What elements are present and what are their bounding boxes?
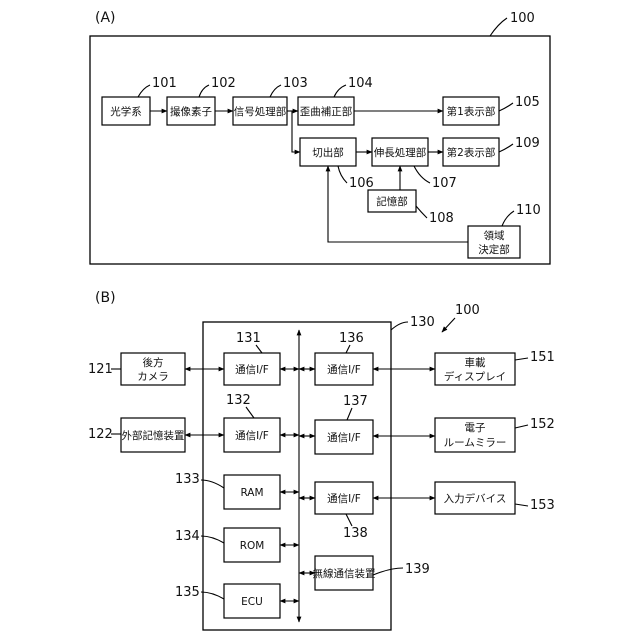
figure-b-ref: 100 xyxy=(455,303,480,318)
leader-101 xyxy=(138,85,150,97)
figure-a-label: (A) xyxy=(95,10,116,26)
ref-139: 139 xyxy=(405,562,430,577)
leader-108 xyxy=(416,206,427,218)
leader-130 xyxy=(391,322,408,330)
ref-105: 105 xyxy=(515,95,540,110)
external-storage-label: 外部記憶装置 xyxy=(122,429,185,442)
region-determiner-label-line1: 領域 xyxy=(484,229,505,242)
ref-102: 102 xyxy=(211,76,236,91)
leader-131 xyxy=(256,345,262,353)
leader-104 xyxy=(334,85,346,97)
leader-105 xyxy=(499,103,513,111)
figure-b: (B) 100 130 後方 カメラ 121 外部記憶装置 122 通信I/F … xyxy=(88,290,555,630)
ref-108: 108 xyxy=(429,211,454,226)
ref-109: 109 xyxy=(515,136,540,151)
leader-102 xyxy=(199,85,209,97)
image-sensor-label: 撮像素子 xyxy=(170,105,212,118)
ref-110: 110 xyxy=(516,203,541,218)
ref-122: 122 xyxy=(88,427,113,442)
comm-if-137-label: 通信I/F xyxy=(327,432,361,444)
rom-label: ROM xyxy=(240,540,265,552)
ecu-label: ECU xyxy=(241,596,263,608)
comm-if-132-label: 通信I/F xyxy=(235,430,269,442)
leader-133 xyxy=(201,480,224,488)
wireless-label: 無線通信装置 xyxy=(313,567,376,580)
figure-b-label: (B) xyxy=(95,290,116,306)
ref-135: 135 xyxy=(175,585,200,600)
figure-a: (A) 100 光学系 撮像素子 信号処理部 歪曲補正部 第1表示部 切出部 伸… xyxy=(90,10,550,264)
leader-152 xyxy=(515,425,528,428)
leader-110 xyxy=(502,211,514,226)
leader-138 xyxy=(346,514,352,526)
ref-103: 103 xyxy=(283,76,308,91)
figure-a-ref: 100 xyxy=(510,11,535,26)
optics-label: 光学系 xyxy=(110,105,142,118)
leader-132 xyxy=(246,407,254,418)
input-device-label: 入力デバイス xyxy=(444,492,507,505)
electronic-mirror-label-line2: ルームミラー xyxy=(444,437,507,449)
ref-132: 132 xyxy=(226,393,251,408)
comm-if-138-label: 通信I/F xyxy=(327,493,361,505)
leader-137 xyxy=(347,408,352,420)
ref-152: 152 xyxy=(530,417,555,432)
distortion-corrector-label: 歪曲補正部 xyxy=(300,105,353,118)
leader-109 xyxy=(499,144,513,152)
region-determiner-label-line2: 決定部 xyxy=(478,243,510,256)
display1-label: 第1表示部 xyxy=(447,105,496,118)
rear-camera-label-line1: 後方 xyxy=(143,356,164,369)
ref-136: 136 xyxy=(339,331,364,346)
leader-139 xyxy=(373,568,403,575)
car-display-label-line2: ディスプレイ xyxy=(444,370,506,383)
figure-a-ref-leader xyxy=(490,18,507,36)
signal-processor-label: 信号処理部 xyxy=(234,105,287,118)
electronic-mirror-label-line1: 電子 xyxy=(465,422,486,434)
comm-if-136-label: 通信I/F xyxy=(327,364,361,376)
ref-153: 153 xyxy=(530,498,555,513)
ref-107: 107 xyxy=(432,176,457,191)
leader-135 xyxy=(201,592,224,599)
leader-153 xyxy=(515,504,528,506)
leader-107 xyxy=(414,166,430,183)
display2-label: 第2表示部 xyxy=(447,146,496,159)
ref-151: 151 xyxy=(530,350,555,365)
leader-151 xyxy=(515,358,528,360)
ref-130: 130 xyxy=(410,315,435,330)
leader-103 xyxy=(270,85,281,97)
ref-101: 101 xyxy=(152,76,177,91)
storage-label: 記憶部 xyxy=(376,195,408,208)
ref-138: 138 xyxy=(343,526,368,541)
leader-134 xyxy=(201,536,224,543)
car-display-label-line1: 車載 xyxy=(465,356,486,369)
ref-106: 106 xyxy=(349,176,374,191)
ref-121: 121 xyxy=(88,362,113,377)
cropper-label: 切出部 xyxy=(312,146,344,159)
figure-b-ref-arrow xyxy=(442,318,455,332)
rear-camera-label-line2: カメラ xyxy=(137,371,169,383)
ref-134: 134 xyxy=(175,529,200,544)
ram-label: RAM xyxy=(240,487,263,499)
stretch-processor-label: 伸長処理部 xyxy=(374,146,427,159)
ref-137: 137 xyxy=(343,394,368,409)
ref-133: 133 xyxy=(175,472,200,487)
leader-136 xyxy=(346,345,350,353)
ref-131: 131 xyxy=(236,331,261,346)
comm-if-131-label: 通信I/F xyxy=(235,364,269,376)
ref-104: 104 xyxy=(348,76,373,91)
leader-106 xyxy=(338,166,347,183)
